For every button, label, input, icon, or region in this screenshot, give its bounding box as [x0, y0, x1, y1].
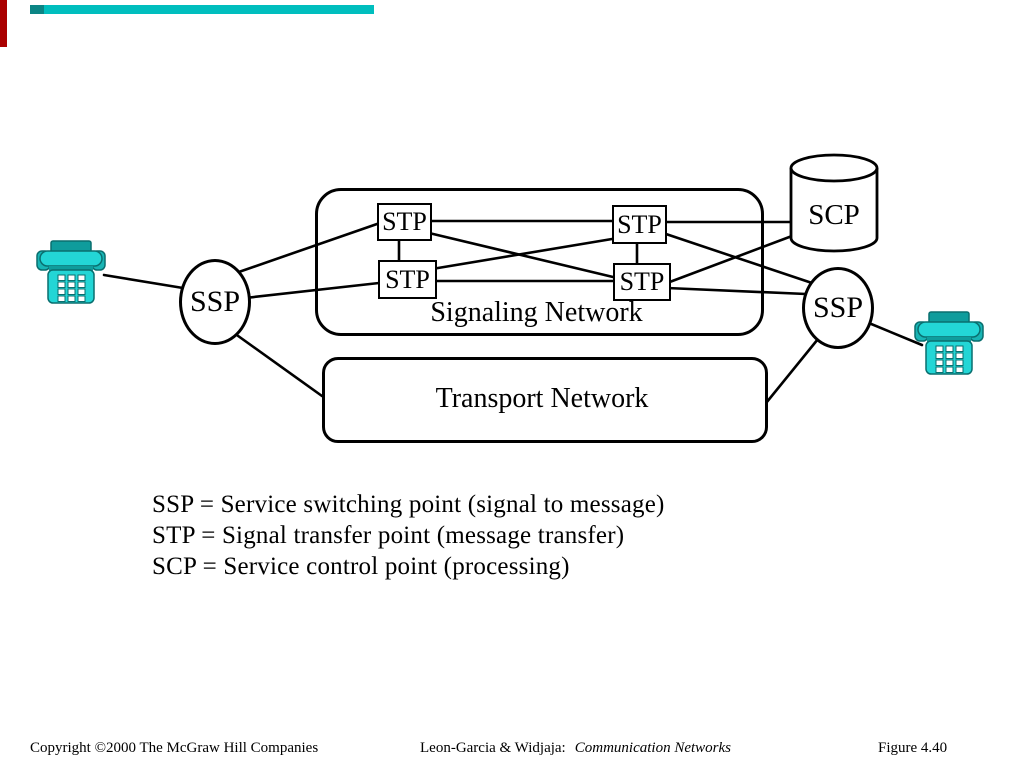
- telephone-icon-right: [914, 311, 984, 375]
- stp-node-top-right: STP: [612, 205, 667, 244]
- legend-line-scp: SCP = Service control point (processing): [152, 553, 570, 580]
- teal-accent-bar: [30, 5, 374, 14]
- footer-authors: Leon-Garcia & Widjaja:: [420, 740, 566, 756]
- database-cylinder-icon: [789, 153, 879, 253]
- red-accent-stripe: [0, 0, 7, 47]
- footer-figure-number: Figure 4.40: [878, 740, 948, 756]
- signaling-network-label: Signaling Network: [430, 297, 643, 328]
- telephone-icon-left: [36, 240, 106, 304]
- transport-network-label: Transport Network: [435, 383, 649, 414]
- transport-network-box: [322, 357, 768, 443]
- legend-line-stp: STP = Signal transfer point (message tra…: [152, 522, 625, 549]
- signaling-network-box: [315, 188, 764, 336]
- ssp-node-right: SSP: [802, 267, 874, 349]
- ssp-node-left: SSP: [179, 259, 251, 345]
- stp-node-bottom-right: STP: [613, 263, 671, 301]
- stp-node-top-left: STP: [377, 203, 432, 241]
- phone-keypad: [57, 274, 86, 302]
- scp-node: [789, 152, 879, 254]
- footer-attribution: Leon-Garcia & Widjaja: Communication Netw…: [420, 740, 731, 757]
- stp-node-bottom-left: STP: [378, 260, 437, 299]
- footer-book-title: Communication Networks: [574, 740, 731, 756]
- footer-copyright: Copyright ©2000 The McGraw Hill Companie…: [30, 740, 319, 756]
- teal-accent-bar-cap: [30, 5, 44, 14]
- legend-line-ssp: SSP = Service switching point (signal to…: [152, 491, 665, 518]
- scp-label: SCP: [808, 199, 860, 231]
- phone-keypad: [935, 345, 964, 373]
